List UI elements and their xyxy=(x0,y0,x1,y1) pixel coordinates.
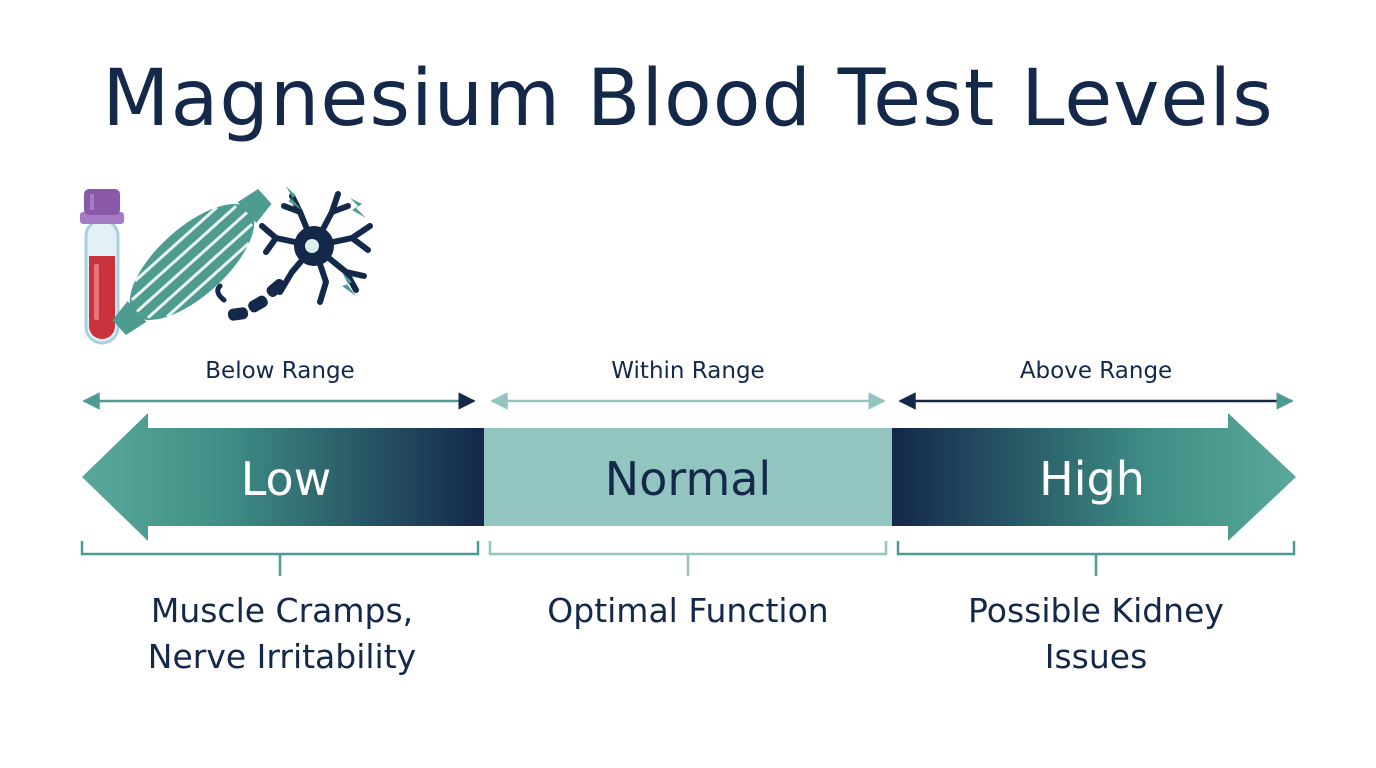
range-label-high: Above Range xyxy=(1019,358,1173,384)
effect-high-line1: Possible Kidney xyxy=(968,591,1224,630)
level-label-normal: Normal xyxy=(605,452,771,506)
effect-low: Muscle Cramps, Nerve Irritability xyxy=(82,588,482,680)
neuron-icon xyxy=(215,186,373,321)
effect-low-line2: Nerve Irritability xyxy=(147,637,417,676)
page-title: Magnesium Blood Test Levels xyxy=(102,54,1274,144)
high-level-bar xyxy=(892,413,1296,541)
level-label-high: High xyxy=(1039,452,1145,506)
range-label-normal: Within Range xyxy=(611,358,765,384)
level-label-low: Low xyxy=(241,452,332,506)
effect-normal-line1: Optimal Function xyxy=(547,591,829,630)
bracket-high xyxy=(896,541,1296,576)
blood-tube-icon xyxy=(80,189,124,345)
effect-low-line1: Muscle Cramps, xyxy=(150,591,414,630)
low-level-bar xyxy=(82,413,484,541)
effect-normal: Optimal Function xyxy=(488,588,888,634)
range-label-low: Below Range xyxy=(205,358,355,384)
bracket-low xyxy=(80,541,480,576)
normal-level-bar xyxy=(484,428,892,526)
muscle-icon xyxy=(112,188,272,336)
effect-high: Possible Kidney Issues xyxy=(896,588,1296,680)
effect-high-line2: Issues xyxy=(1044,637,1148,676)
bracket-normal xyxy=(488,541,888,576)
